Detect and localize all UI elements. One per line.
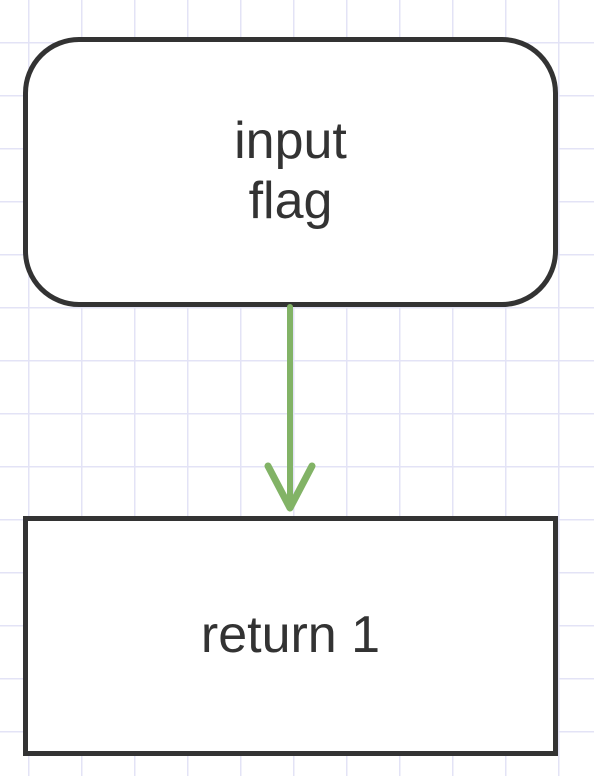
return-node[interactable]: return 1 bbox=[23, 516, 558, 756]
start-node-input-flag[interactable]: input flag bbox=[23, 37, 558, 307]
start-node-label-line-2: flag bbox=[248, 172, 333, 230]
start-node-label-line-1: input bbox=[234, 112, 347, 171]
arrowhead-icon bbox=[264, 462, 316, 512]
return-node-label: return 1 bbox=[200, 606, 381, 665]
